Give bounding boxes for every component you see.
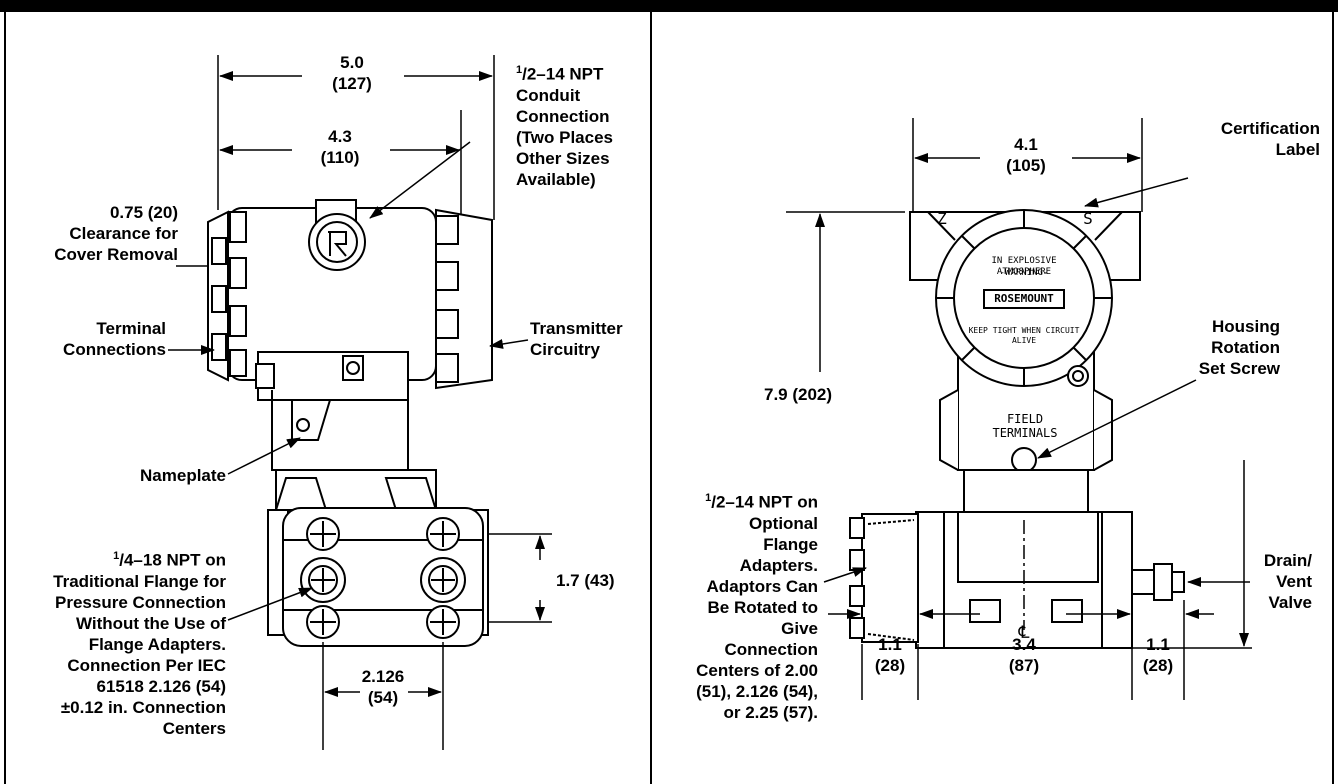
dim-overall-width: 5.0 (127): [332, 53, 372, 93]
terminal-connections-label: Terminal Connections: [63, 319, 166, 359]
flange-npt-label: 1/4–18 NPT on Traditional Flange for Pre…: [18, 546, 226, 739]
dim-body-width: 3.4 (87): [1008, 635, 1040, 675]
side-mark-right: S: [1083, 209, 1093, 228]
panel-divider: [650, 12, 652, 784]
dim-right-adapter: 1.1 (28): [1142, 635, 1174, 675]
npt-fraction-numerator: 1: [113, 550, 120, 562]
dim-overall-height: 7.9 (202): [764, 385, 833, 404]
conduit-connection-label: 1/2–14 NPT Conduit Connection (Two Place…: [516, 60, 646, 190]
top-border-bar: [0, 0, 1338, 12]
conduit-fraction-numerator: 1: [516, 64, 523, 76]
dim-left-adapter: 1.1 (28): [874, 635, 906, 675]
certification-label: Certification Label: [1220, 119, 1320, 159]
dim-connection-centers: 2.126 (54): [361, 667, 405, 707]
nameplate-label: Nameplate: [140, 466, 226, 485]
dim-right-width: 4.1 (105): [1006, 135, 1046, 175]
drain-vent-label: Drain/ Vent Valve: [1263, 551, 1312, 612]
field-terminals-text: FIELD TERMINALS: [992, 412, 1058, 440]
flange-npt-text: /4–18 NPT on Traditional Flange for Pres…: [53, 550, 226, 738]
adapter-npt-label: 1/2–14 NPT on Optional Flange Adapters. …: [668, 488, 818, 723]
side-mark-left: Z: [937, 209, 947, 228]
right-transmitter-view: [849, 118, 1185, 649]
cover-warning-bottom: KEEP TIGHT WHEN CIRCUIT ALIVE: [968, 326, 1080, 345]
transmitter-circuitry-label: Transmitter Circuitry: [530, 319, 623, 359]
drawing-frame: [4, 12, 1334, 784]
cover-warning-mid: -WARNING-: [999, 268, 1049, 278]
conduit-connection-text: /2–14 NPT Conduit Connection (Two Places…: [516, 64, 613, 189]
centerline-symbol: ℄: [1018, 623, 1030, 642]
adapter-fraction-numerator: 1: [705, 492, 712, 504]
left-dimension-lines: [168, 71, 552, 750]
cover-warning-top: IN EXPLOSIVE ATMOSPHERE: [991, 256, 1057, 277]
clearance-label: 0.75 (20) Clearance for Cover Removal: [54, 203, 178, 264]
right-dimension-lines: [786, 153, 1252, 700]
housing-rotation-label: Housing Rotation Set Screw: [1198, 317, 1280, 378]
left-transmitter-view: [207, 55, 495, 647]
dim-housing-width: 4.3 (110): [320, 127, 360, 167]
adapter-npt-text: /2–14 NPT on Optional Flange Adapters. A…: [696, 492, 818, 722]
cover-brand-logo: ROSEMOUNT: [994, 292, 1054, 305]
dim-flange-height: 1.7 (43): [556, 571, 615, 590]
